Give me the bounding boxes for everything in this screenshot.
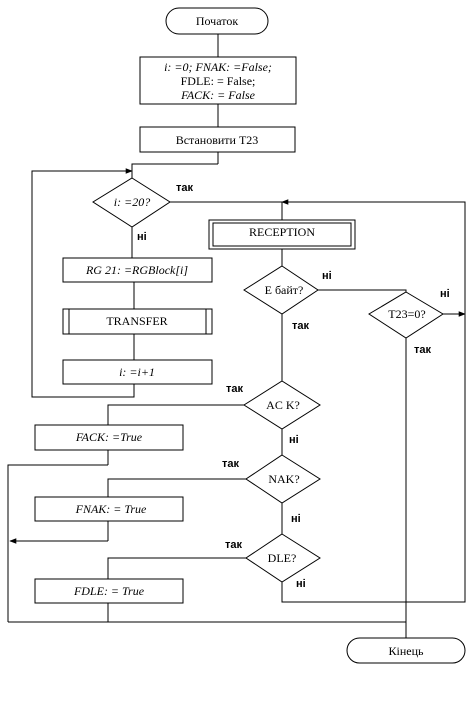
label-e-no: ні — [322, 270, 332, 282]
label-e-yes: так — [292, 320, 310, 332]
label-i-yes: так — [176, 182, 194, 194]
edge-feedback-top — [281, 199, 466, 314]
init-line-1: i: =0; FNAK: =False; — [164, 60, 272, 74]
fnak-block: FNAK: = True — [34, 496, 184, 522]
start-label: Початок — [196, 14, 238, 28]
label-dle-no: ні — [296, 578, 306, 590]
end-node: Кінець — [346, 637, 466, 664]
connectors — [7, 34, 466, 650]
edge-loop-back — [31, 168, 135, 398]
increment-label: i: =i+1 — [119, 365, 155, 379]
init-line-2: FDLE: = False; — [181, 74, 256, 88]
decision-t23-label: Т23=0? — [388, 307, 425, 321]
decision-dle-label: DLE? — [268, 551, 297, 565]
decision-e-byte-label: Е байт? — [265, 283, 304, 297]
edge-dle-yes — [107, 557, 246, 579]
label-t23-no: ні — [440, 288, 450, 300]
label-nak-yes: так — [222, 458, 240, 470]
init-block: i: =0; FNAK: =False; FDLE: = False; FACK… — [139, 56, 297, 105]
fnak-label: FNAK: = True — [75, 502, 147, 516]
decision-i-label: i: =20? — [114, 195, 150, 209]
set-t23-block: Встановити Т23 — [139, 126, 296, 153]
label-ack-no: ні — [289, 434, 299, 446]
reception-block: RECEPTION — [208, 219, 356, 250]
fdle-block: FDLE: = True — [34, 578, 184, 604]
reception-label: RECEPTION — [249, 225, 315, 239]
decision-e-byte: Е байт? — [243, 265, 319, 315]
fack-block: FACK: =True — [34, 424, 184, 451]
transfer-label: TRANSFER — [106, 314, 167, 328]
label-ack-yes: так — [226, 383, 244, 395]
label-i-no: ні — [137, 231, 147, 243]
decision-i: i: =20? — [92, 177, 171, 228]
decision-ack: AC K? — [243, 380, 321, 430]
decision-dle: DLE? — [245, 533, 321, 583]
edge-e-no — [318, 289, 407, 292]
fack-label: FACK: =True — [75, 430, 143, 444]
decision-t23: Т23=0? — [368, 291, 444, 339]
start-node: Початок — [165, 7, 269, 35]
rg-assign-block: RG 21: =RGBlock[i] — [62, 257, 213, 283]
set-t23-label: Встановити Т23 — [176, 133, 259, 147]
increment-block: i: =i+1 — [62, 359, 213, 385]
init-line-3: FACK: = False — [180, 88, 256, 102]
fdle-label: FDLE: = True — [73, 584, 145, 598]
label-nak-no: ні — [291, 513, 301, 525]
edge-labels: так ні ні так ні так так ні так ні так н… — [137, 182, 450, 590]
decision-nak-label: NAK? — [268, 472, 299, 486]
rg-assign-label: RG 21: =RGBlock[i] — [85, 263, 188, 277]
decision-ack-label: AC K? — [266, 398, 300, 412]
edge-nak-yes — [107, 478, 246, 497]
transfer-block: TRANSFER — [62, 308, 213, 335]
end-label: Кінець — [389, 644, 425, 658]
edge-set-to-loop — [131, 163, 218, 178]
label-dle-yes: так — [225, 539, 243, 551]
edge-dle-no — [281, 314, 466, 603]
edge-fack-left — [7, 464, 108, 622]
label-t23-yes: так — [414, 344, 432, 356]
edge-ack-yes — [107, 404, 244, 425]
decision-nak: NAK? — [245, 454, 321, 504]
